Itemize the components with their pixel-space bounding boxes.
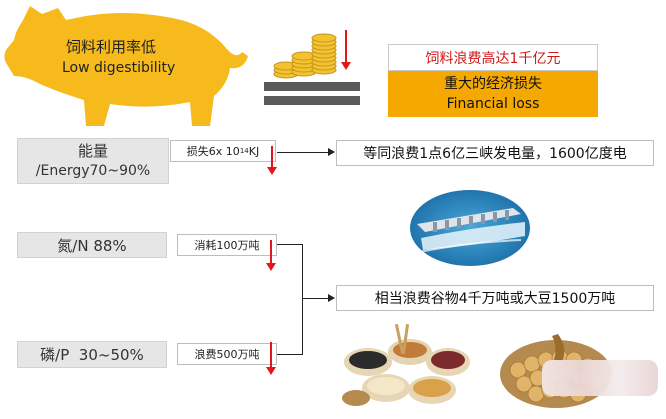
bracket-top [277,244,303,245]
phosphorus-waste-box: 浪费500万吨 [177,343,277,365]
arrow-nitrogen-shaft [270,240,272,264]
energy-en: /Energy70~90% [35,163,151,179]
coin-stack-icon [273,33,337,79]
bracket-vertical [302,244,303,355]
bracket-arrow-head [328,294,335,302]
energy-equivalent-box: 等同浪费1点6亿三峡发电量，1600亿度电 [336,140,654,166]
energy-box: 能量 /Energy70~90% [17,138,169,184]
phosphorus-box: 磷/P 30~50% [17,341,167,368]
bar-top [264,82,360,91]
nitrogen-consumption-box: 消耗100万吨 [177,234,277,256]
connector-energy-head [328,148,335,156]
bracket-bottom [277,354,303,355]
waste-title: 饲料浪费高达1千亿元 [425,50,561,67]
arrow-phosphorus-head [266,367,276,375]
energy-loss-unit: KJ [248,144,260,158]
arrow-energy-shaft [271,146,273,168]
energy-zh: 能量 [77,142,108,160]
nitrogen-label: 氮/N 88% [57,236,127,255]
energy-loss-prefix: 损失6x 10 [186,145,240,158]
arrow-phosphorus-shaft [270,342,272,368]
phosphorus-waste: 浪费500万吨 [194,348,260,361]
pig-label-en: Low digestibility [62,60,176,76]
nitrogen-box: 氮/N 88% [17,232,167,258]
arrow-energy-head [267,167,277,175]
arrow-coins-head [341,62,351,70]
financial-loss-zh: 重大的经济损失 [444,76,542,92]
dam-image [410,190,530,266]
watermark-blur [542,360,658,396]
grain-equivalent: 相当浪费谷物4千万吨或大豆1500万吨 [374,291,616,307]
phosphorus-label: 磷/P 30~50% [40,346,144,364]
waste-title-box: 饲料浪费高达1千亿元 [388,44,598,71]
pig-label-zh: 饲料利用率低 [66,38,157,56]
bar-bottom [264,96,360,105]
bracket-middle [302,298,329,299]
bar-chart-icon [264,82,360,106]
energy-loss-exp: 14 [239,147,249,155]
grain-equivalent-box: 相当浪费谷物4千万吨或大豆1500万吨 [336,285,654,311]
financial-loss-box: 重大的经济损失 Financial loss [388,71,598,117]
grains-image [342,323,470,406]
energy-equivalent: 等同浪费1点6亿三峡发电量，1600亿度电 [363,146,627,162]
arrow-nitrogen-head [266,263,276,271]
pig-icon [4,6,249,126]
connector-energy [277,152,329,153]
financial-loss-en: Financial loss [446,96,540,112]
nitrogen-consumption: 消耗100万吨 [194,239,260,252]
arrow-coins-shaft [345,30,347,64]
